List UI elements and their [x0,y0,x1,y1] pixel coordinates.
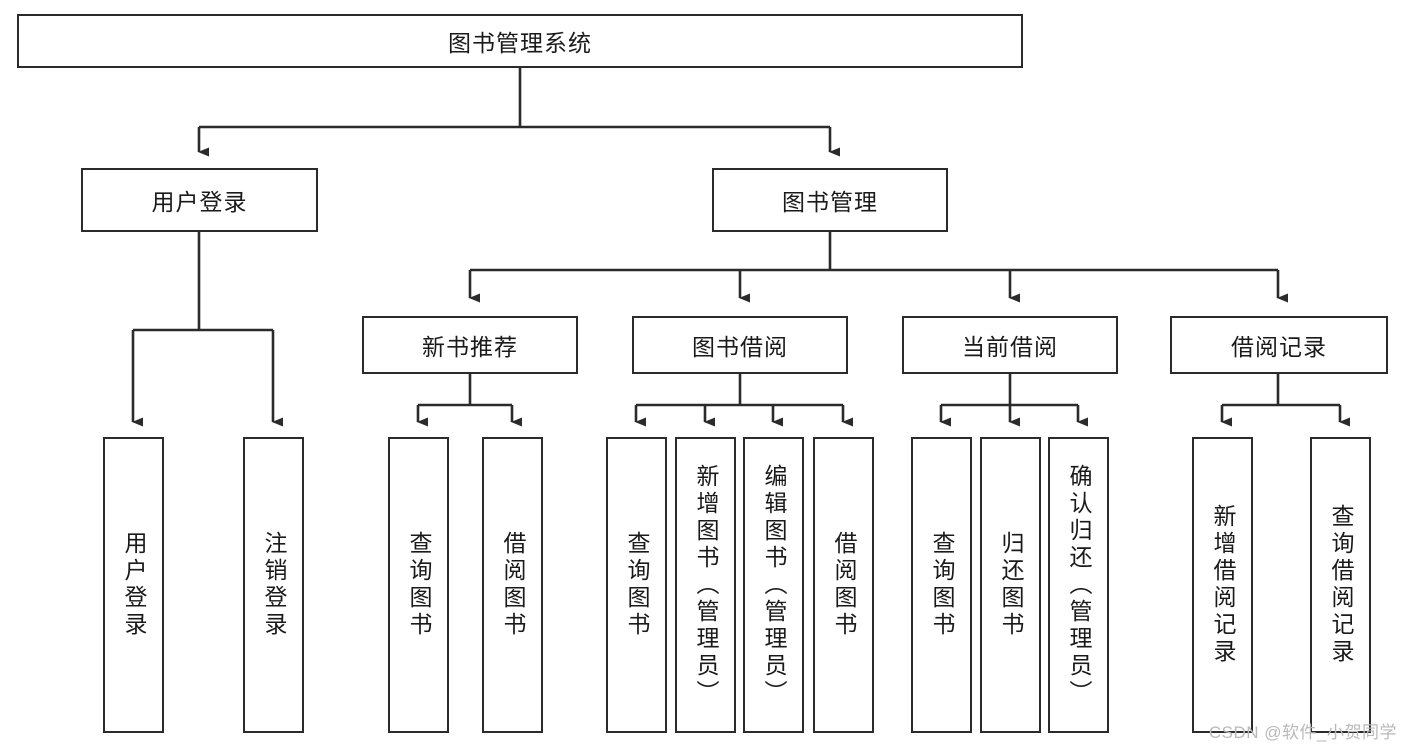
node-label: 图书管理 [782,189,878,215]
node-label: 确认归还（管理员） [1066,463,1092,707]
leaf-query-borrow-record[interactable]: 查询借阅记录 [1310,437,1371,733]
node-user-login[interactable]: 用户登录 [81,168,318,232]
node-label: 图书借阅 [692,334,788,360]
leaf-user-login[interactable]: 用户登录 [103,437,164,733]
node-label: 新增借阅记录 [1210,504,1236,666]
csdn-watermark: CSDN @软件_小贺同学 [1208,723,1397,742]
node-label: 当前借阅 [962,334,1058,360]
leaf-return-book[interactable]: 归还图书 [980,437,1041,733]
node-book-borrow[interactable]: 图书借阅 [632,316,848,374]
node-label: 新增图书（管理员） [693,463,719,707]
node-label: 查询图书 [624,531,650,639]
node-label: 查询图书 [929,531,955,639]
node-borrow-record[interactable]: 借阅记录 [1170,316,1388,374]
leaf-query-book-borrow[interactable]: 查询图书 [606,437,667,733]
node-current-borrow[interactable]: 当前借阅 [902,316,1118,374]
leaf-query-book-recommend[interactable]: 查询图书 [388,437,449,733]
node-root-system[interactable]: 图书管理系统 [17,14,1023,68]
leaf-add-borrow-record[interactable]: 新增借阅记录 [1192,437,1253,733]
leaf-query-book-current[interactable]: 查询图书 [911,437,972,733]
leaf-borrow-book-recommend[interactable]: 借阅图书 [482,437,543,733]
node-label: 注销登录 [261,531,287,639]
node-label: 借阅图书 [500,531,526,639]
node-book-management[interactable]: 图书管理 [712,168,948,232]
leaf-edit-book-admin[interactable]: 编辑图书（管理员） [743,437,804,733]
node-label: 新书推荐 [422,334,518,360]
leaf-add-book-admin[interactable]: 新增图书（管理员） [675,437,736,733]
node-label: 查询图书 [406,531,432,639]
leaf-borrow-book[interactable]: 借阅图书 [813,437,874,733]
node-label: 编辑图书（管理员） [761,463,787,707]
node-label: 图书管理系统 [448,30,592,56]
leaf-logout-login[interactable]: 注销登录 [243,437,304,733]
node-label: 借阅记录 [1231,334,1327,360]
node-label: 归还图书 [998,531,1024,639]
node-new-book-recommend[interactable]: 新书推荐 [362,316,578,374]
leaf-confirm-return-admin[interactable]: 确认归还（管理员） [1048,437,1109,733]
node-label: 用户登录 [121,531,147,639]
node-label: 借阅图书 [831,531,857,639]
node-label: 查询借阅记录 [1328,504,1354,666]
node-label: 用户登录 [151,189,248,215]
